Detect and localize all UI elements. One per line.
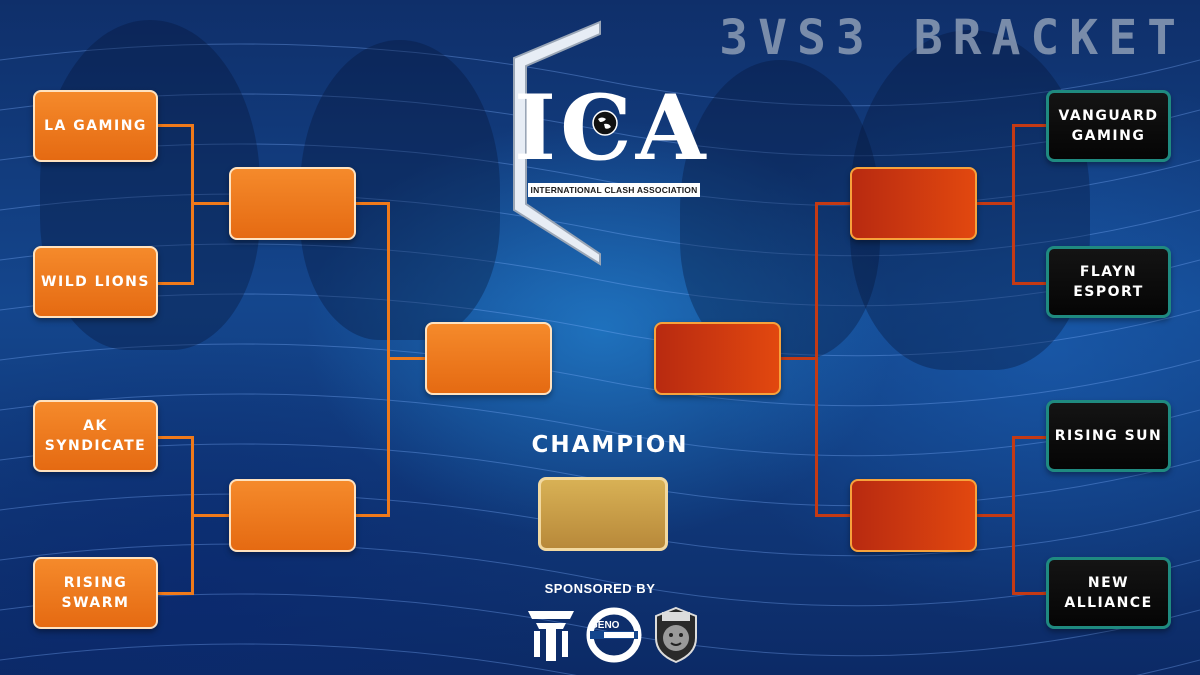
connector-left-r1-bottom	[191, 514, 229, 517]
bracket-slot-right-r1-1: VANGUARD GAMING	[1046, 90, 1171, 162]
bracket-slot-right-r1-4: NEW ALLIANCE	[1046, 557, 1171, 629]
bracket-title: 3VS3 BRACKET	[719, 10, 1186, 66]
connector-left-semi	[354, 514, 390, 517]
bracket-slot-left-final	[425, 322, 552, 395]
bracket-slot-left-r1-2: WILD LIONS	[33, 246, 158, 318]
connector-right-r1-bottom	[976, 514, 1015, 517]
champion-label: CHAMPION	[531, 432, 689, 458]
logo-subtitle: INTERNATIONAL CLASH ASSOCIATION	[528, 183, 700, 197]
bracket-slot-left-r1-1: LA GAMING	[33, 90, 158, 162]
connector-left-semi	[387, 357, 425, 360]
bracket-slot-left-r1-3: AK SYNDICATE	[33, 400, 158, 472]
geno-logo-text: GENO	[590, 620, 620, 631]
connector-right-semi	[815, 202, 851, 205]
connector-left-r1-top	[156, 124, 194, 127]
player-silhouette-center-right	[680, 60, 880, 360]
geno-logo-icon	[586, 607, 642, 663]
bracket-slot-right-semi-1	[850, 167, 977, 240]
connector-right-r1-top	[1012, 282, 1048, 285]
globe-icon	[592, 110, 618, 136]
bracket-slot-left-semi-2	[229, 479, 356, 552]
bracket-slot-right-r1-3: RISING SUN	[1046, 400, 1171, 472]
bracket-slot-left-r1-4: RISING SWARM	[33, 557, 158, 629]
bracket-slot-left-semi-1	[229, 167, 356, 240]
connector-right-r1-bottom	[1012, 436, 1048, 439]
logo-frame-icon	[513, 20, 601, 266]
connector-left-r1-bottom	[156, 436, 194, 439]
champion-slot	[538, 477, 668, 551]
bracket-slot-right-final	[654, 322, 781, 395]
connector-right-r1-top	[1012, 124, 1048, 127]
connector-right-r1-top	[976, 202, 1015, 205]
ica-logo: ICA INTERNATIONAL CLASH ASSOCIATION	[500, 18, 706, 268]
connector-left-r1-top	[191, 202, 229, 205]
bracket-slot-right-r1-2: FLAYN ESPORT	[1046, 246, 1171, 318]
bracket-slot-right-semi-2	[850, 479, 977, 552]
connector-left-semi	[354, 202, 390, 205]
sponsored-by-label: SPONSORED BY	[544, 581, 656, 596]
connector-right-semi	[780, 357, 818, 360]
connector-left-r1-bottom	[156, 592, 194, 595]
connector-left-r1-top	[156, 282, 194, 285]
connector-right-semi	[815, 514, 851, 517]
tt-logo-icon	[528, 611, 574, 661]
lions-logo-icon	[655, 606, 697, 664]
connector-right-r1-bottom	[1012, 592, 1048, 595]
